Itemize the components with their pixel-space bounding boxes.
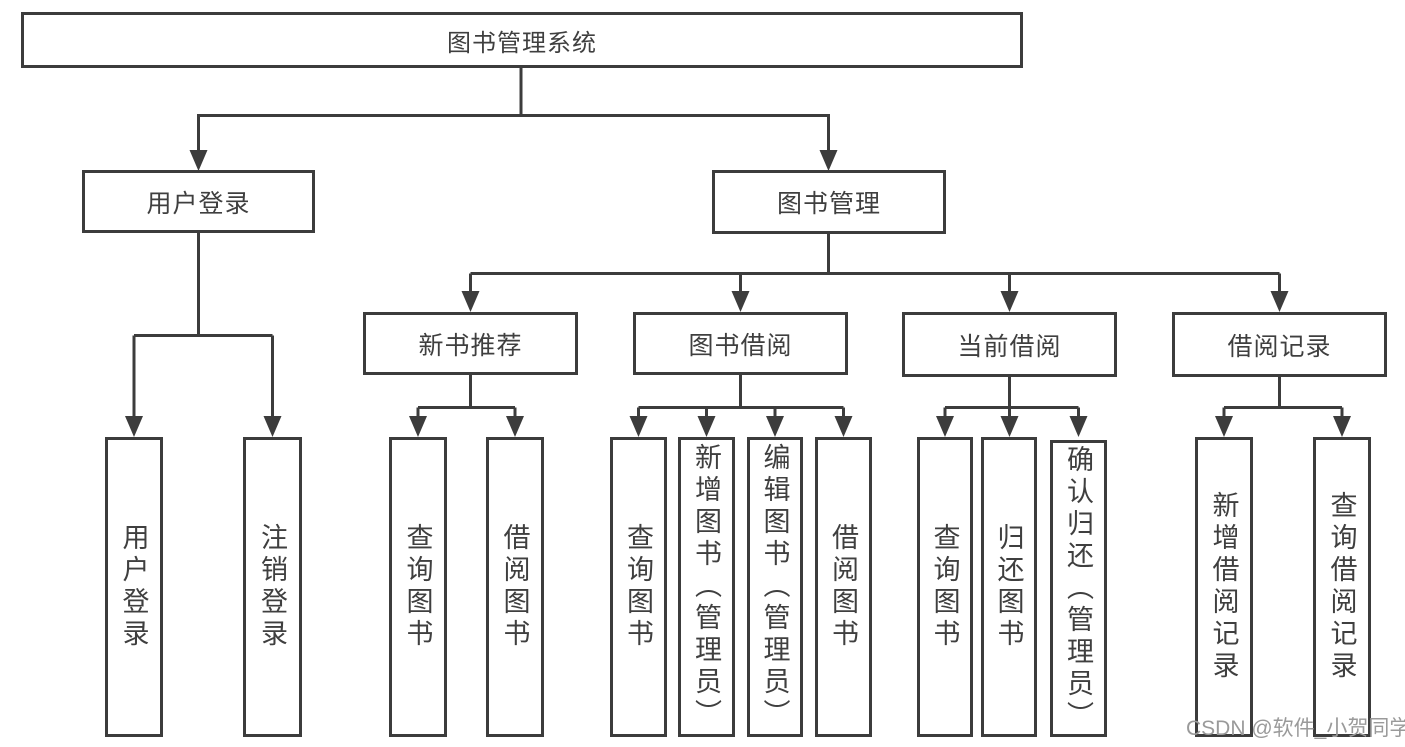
leaf-return-book: 归还图书: [981, 437, 1037, 737]
leaf-query-borrow-record: 查询借阅记录: [1313, 437, 1371, 737]
edge-bookborrow-split: [637, 373, 845, 417]
leaf-query-book-current: 查询图书: [917, 437, 973, 737]
leaf-borrow-book-borrow: 借阅图书: [815, 437, 872, 737]
leaf-user-login: 用户登录: [105, 437, 163, 737]
arrowheads-userlogin-split: [125, 416, 282, 437]
arrowheads-borrowrecord-split: [1215, 416, 1351, 437]
csdn-watermark: CSDN @软件_小贺同学: [1186, 717, 1405, 740]
arrowheads-bookborrow-split: [629, 416, 853, 437]
leaf-confirm-return-admin: 确认归还（管理员）: [1050, 440, 1107, 737]
arrowheads-newbook-split: [409, 416, 524, 437]
node-new-book-rec: 新书推荐: [363, 312, 578, 375]
node-root: 图书管理系统: [21, 12, 1023, 68]
leaf-borrow-book-newrec: 借阅图书: [486, 437, 544, 737]
node-book-mgmt: 图书管理: [712, 170, 946, 234]
node-book-borrow: 图书借阅: [633, 312, 848, 375]
edge-bookmgmt-split: [469, 231, 1281, 293]
leaf-logout: 注销登录: [243, 437, 302, 737]
leaf-add-borrow-record: 新增借阅记录: [1195, 437, 1253, 737]
arrowheads-root-split: [189, 150, 838, 171]
edge-borrowrecord-split: [1222, 373, 1344, 417]
node-user-login: 用户登录: [82, 170, 315, 233]
node-borrow-record: 借阅记录: [1172, 312, 1387, 377]
leaf-edit-book-admin: 编辑图书（管理员）: [747, 437, 803, 737]
node-current-borrow: 当前借阅: [902, 312, 1117, 377]
edge-root-split: [197, 66, 830, 152]
leaf-add-book-admin: 新增图书（管理员）: [678, 437, 735, 737]
arrowheads-bookmgmt-split: [461, 291, 1289, 312]
edge-currentborrow-split: [943, 373, 1080, 417]
leaf-query-book-newrec: 查询图书: [389, 437, 447, 737]
arrowheads-currentborrow-split: [936, 416, 1088, 437]
edge-newbook-split: [416, 373, 517, 417]
leaf-query-book-borrow: 查询图书: [610, 437, 667, 737]
edge-userlogin-split: [132, 231, 274, 418]
